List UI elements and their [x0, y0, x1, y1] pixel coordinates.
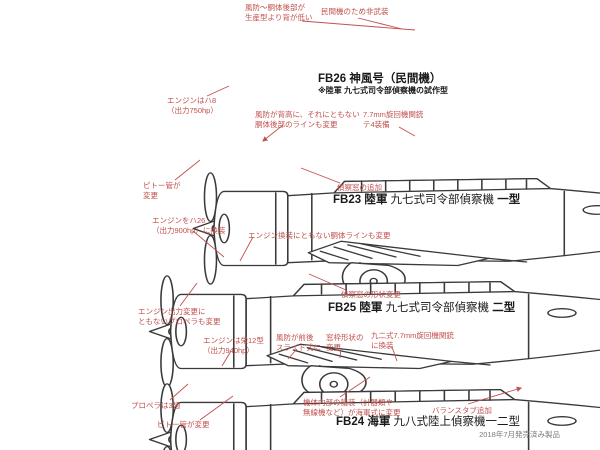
variant-caption: FB23 陸軍 九七式司令部偵察機 一型 — [333, 191, 520, 207]
leader-line — [221, 350, 232, 367]
annotation-label: 風防が背高に、それにともない 胴体後部のラインも変更 — [255, 110, 360, 129]
caption-segment: FB25 — [328, 302, 360, 314]
leader-line — [169, 383, 189, 401]
annotation-label: 偵察窓の追加 — [337, 183, 382, 192]
caption-segment: 九八式陸上偵察機一二型 — [393, 416, 521, 428]
variant-caption: FB24 海軍 九八式陸上偵察機一二型 — [336, 413, 520, 429]
leader-line — [239, 236, 254, 262]
leader-line — [287, 348, 298, 360]
leader-line — [339, 348, 342, 359]
release-note: 2018年7月発売済み製品 — [479, 430, 560, 439]
annotation-label: バランスタブ追加 — [432, 406, 492, 415]
caption-segment: 九七式司令部偵察機 — [385, 302, 493, 314]
leader-line — [199, 395, 234, 421]
annotation-label: ピトー管が変更 — [157, 420, 210, 429]
annotation-label: エンジン換装にともない胴体ラインも変更 — [248, 231, 391, 240]
leader-line — [179, 282, 198, 307]
annotation-label: 7.7mm旋回機関銃 テ4装備 — [363, 110, 424, 129]
caption-segment: FB23 — [333, 194, 365, 206]
annotation-label: 九二式7.7mm旋回機関銃 に換装 — [371, 331, 454, 350]
leader-line — [467, 386, 523, 405]
caption-segment: 陸軍 — [359, 302, 386, 314]
annotation-label: プロペラは3翅 — [131, 401, 181, 410]
annotation-label: 偵察窓の形状変更 — [341, 290, 401, 299]
variant-subcaption: ※陸軍 九七式司令部偵察機の試作型 — [318, 86, 448, 95]
variant-caption: FB25 陸軍 九七式司令部偵察機 二型 — [328, 299, 515, 315]
caption-segment: 陸軍 — [364, 194, 391, 206]
annotation-label: 風防～胴体後部が 生産型より背が低い — [245, 3, 313, 22]
annotation-label: 風防が前後 スライド式に — [276, 333, 321, 352]
leader-line — [357, 17, 403, 30]
caption-segment: FB24 — [336, 416, 368, 428]
annotation-label: エンジン出力変更に ともないプロペラも変更 — [138, 307, 221, 326]
leader-line — [206, 85, 230, 97]
annotation-label: ピトー管が 変更 — [143, 181, 181, 200]
leader-line — [262, 124, 284, 142]
annotation-label: エンジンはハ8 （出力750hp） — [167, 96, 218, 115]
caption-segment: 九七式司令部偵察機 — [390, 194, 498, 206]
variant-caption: FB26 神風号（民間機） — [318, 70, 441, 86]
annotation-label: 民間機のため非武装 — [321, 7, 389, 16]
caption-segment: FB26 — [318, 73, 350, 85]
leader-line — [398, 126, 416, 137]
annotation-leader-lines — [169, 17, 523, 421]
leader-line — [174, 159, 201, 181]
leader-line — [339, 376, 371, 398]
caption-segment: 海軍 — [367, 416, 394, 428]
caption-segment: 神風号（民間機） — [349, 73, 442, 85]
leader-line — [308, 273, 347, 291]
annotation-label: エンジンは栄12型 （出力940hp） — [203, 336, 264, 355]
annotation-label: 機体内部の艤装（計器類や 無線機など）が海軍式に変更 — [303, 398, 401, 417]
leader-line — [391, 346, 398, 362]
annotation-label: 窓枠形状の 変更 — [326, 333, 364, 352]
caption-segment: 二型 — [492, 302, 516, 314]
caption-segment: 一型 — [497, 194, 521, 206]
leader-line — [300, 167, 341, 184]
leader-line — [301, 20, 416, 31]
annotation-label: エンジンをハ26 （出力900hp）に換装 — [152, 216, 226, 235]
leader-line — [192, 230, 225, 258]
